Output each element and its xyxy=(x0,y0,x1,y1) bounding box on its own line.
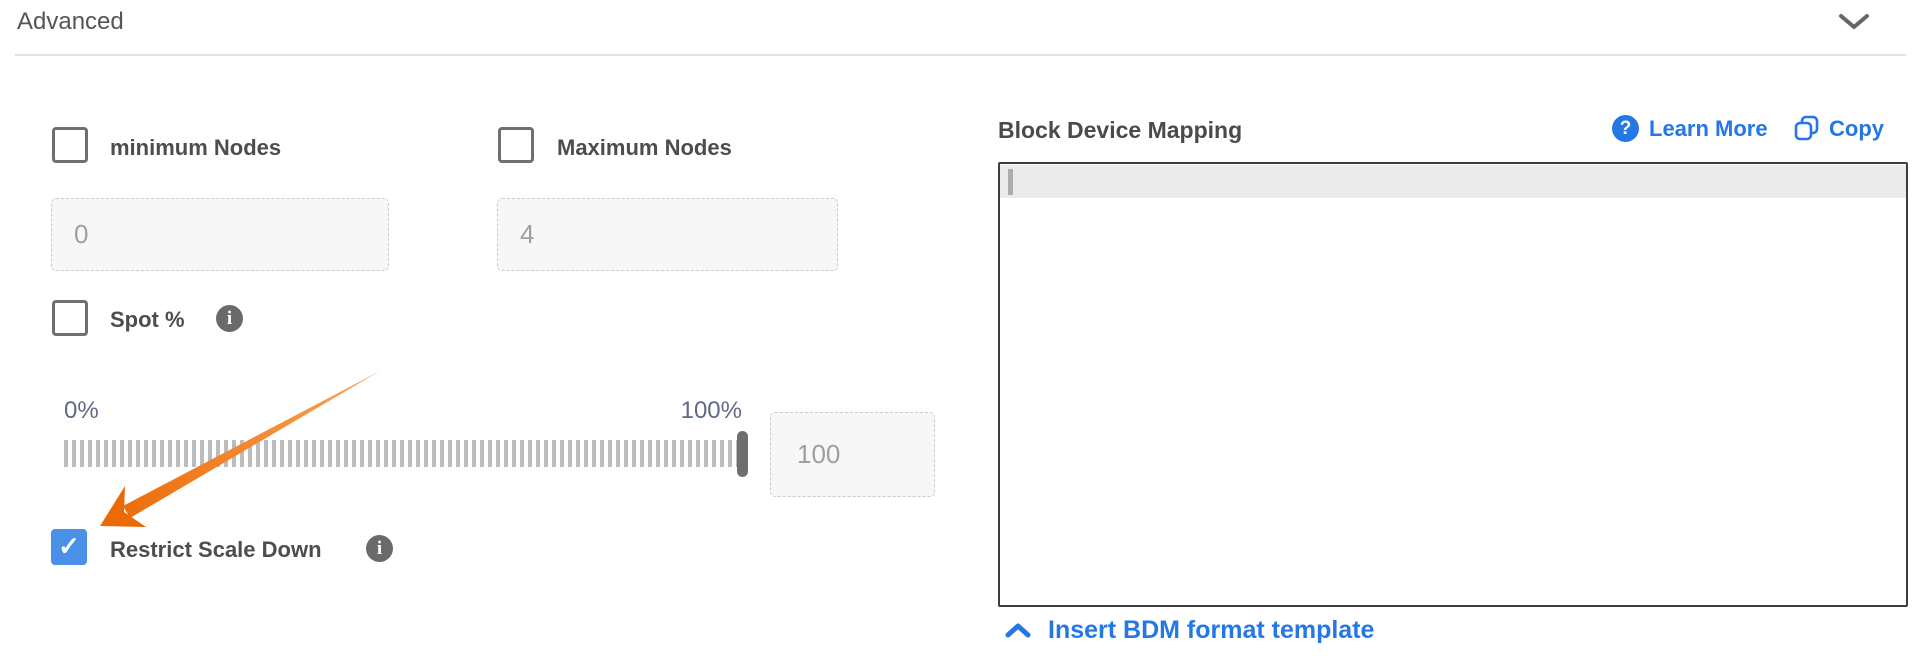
help-icon: ? xyxy=(1612,115,1639,142)
section-title: Advanced xyxy=(17,8,124,35)
maximum-nodes-label: Maximum Nodes xyxy=(557,135,732,160)
minimum-nodes-checkbox[interactable] xyxy=(52,127,88,163)
learn-more-label: Learn More xyxy=(1649,115,1768,141)
bdm-editor[interactable] xyxy=(998,162,1908,607)
text-cursor xyxy=(1008,169,1013,195)
spot-percentage-slider[interactable] xyxy=(64,430,750,478)
slider-max-label: 100% xyxy=(680,397,742,424)
editor-active-line xyxy=(1000,165,1906,198)
restrict-scale-down-label: Restrict Scale Down xyxy=(110,537,322,562)
insert-bdm-template-label: Insert BDM format template xyxy=(1048,616,1375,644)
spot-percentage-input[interactable] xyxy=(770,412,935,497)
maximum-nodes-input[interactable] xyxy=(497,198,838,271)
chevron-up-icon xyxy=(1004,622,1032,639)
spot-info-icon[interactable]: i xyxy=(216,305,243,332)
maximum-nodes-checkbox[interactable] xyxy=(498,127,534,163)
checkmark-icon: ✓ xyxy=(58,531,80,561)
chevron-down-icon xyxy=(1838,12,1870,32)
collapse-section-button[interactable] xyxy=(1838,12,1870,32)
insert-bdm-template-link[interactable]: Insert BDM format template xyxy=(1004,616,1374,645)
copy-icon xyxy=(1794,115,1819,142)
learn-more-link[interactable]: ? Learn More xyxy=(1612,115,1768,142)
section-divider xyxy=(15,54,1906,56)
bdm-title: Block Device Mapping xyxy=(998,117,1243,143)
minimum-nodes-label: minimum Nodes xyxy=(110,135,282,160)
restrict-scale-down-info-icon[interactable]: i xyxy=(366,535,393,562)
slider-handle[interactable] xyxy=(737,431,748,477)
slider-min-label: 0% xyxy=(64,397,99,424)
copy-button[interactable]: Copy xyxy=(1794,115,1884,142)
restrict-scale-down-checkbox[interactable]: ✓ xyxy=(51,529,87,565)
spot-percentage-checkbox[interactable] xyxy=(52,300,88,336)
slider-track[interactable] xyxy=(64,440,738,467)
copy-label: Copy xyxy=(1829,115,1884,141)
minimum-nodes-input[interactable] xyxy=(51,198,389,271)
spot-percentage-label: Spot % xyxy=(110,307,185,332)
